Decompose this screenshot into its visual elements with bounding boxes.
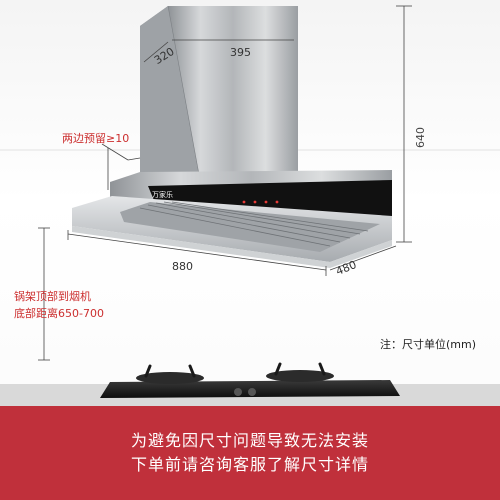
banner-line-2: 下单前请咨询客服了解尺寸详情 — [130, 455, 369, 474]
banner-line-1: 为避免因尺寸问题导致无法安装 — [130, 431, 369, 450]
stove-distance-note: 锅架顶部到烟机 底部距离650-700 — [14, 288, 104, 322]
warning-banner: 为避免因尺寸问题导致无法安装 下单前请咨询客服了解尺寸详情 — [0, 406, 500, 500]
touch-button-icon — [275, 200, 279, 204]
touch-button-icon — [264, 200, 268, 204]
clearance-pointer — [101, 143, 141, 190]
dimension-height: 640 — [414, 127, 427, 148]
hood-tray — [72, 196, 392, 268]
dimension-width-bottom: 880 — [172, 260, 193, 273]
dimension-lines-bottom — [67, 230, 397, 276]
touch-button-icon — [253, 200, 257, 204]
dimension-lines-top — [143, 39, 294, 63]
chimney-duct — [140, 5, 298, 190]
brand-logo: 万家乐 — [152, 191, 173, 199]
side-clearance-note: 两边预留≥10 — [62, 132, 130, 145]
stove-distance-line2: 底部距离650-700 — [14, 307, 104, 320]
filter-grille — [139, 201, 369, 247]
dimension-width-top: 395 — [230, 46, 251, 59]
unit-note: 注：尺寸单位(mm) — [380, 338, 477, 351]
dimension-line-stove — [38, 227, 50, 361]
dimension-line-height — [396, 5, 412, 243]
stove-distance-line1: 锅架顶部到烟机 — [14, 290, 91, 303]
touch-button-icon — [242, 200, 246, 204]
